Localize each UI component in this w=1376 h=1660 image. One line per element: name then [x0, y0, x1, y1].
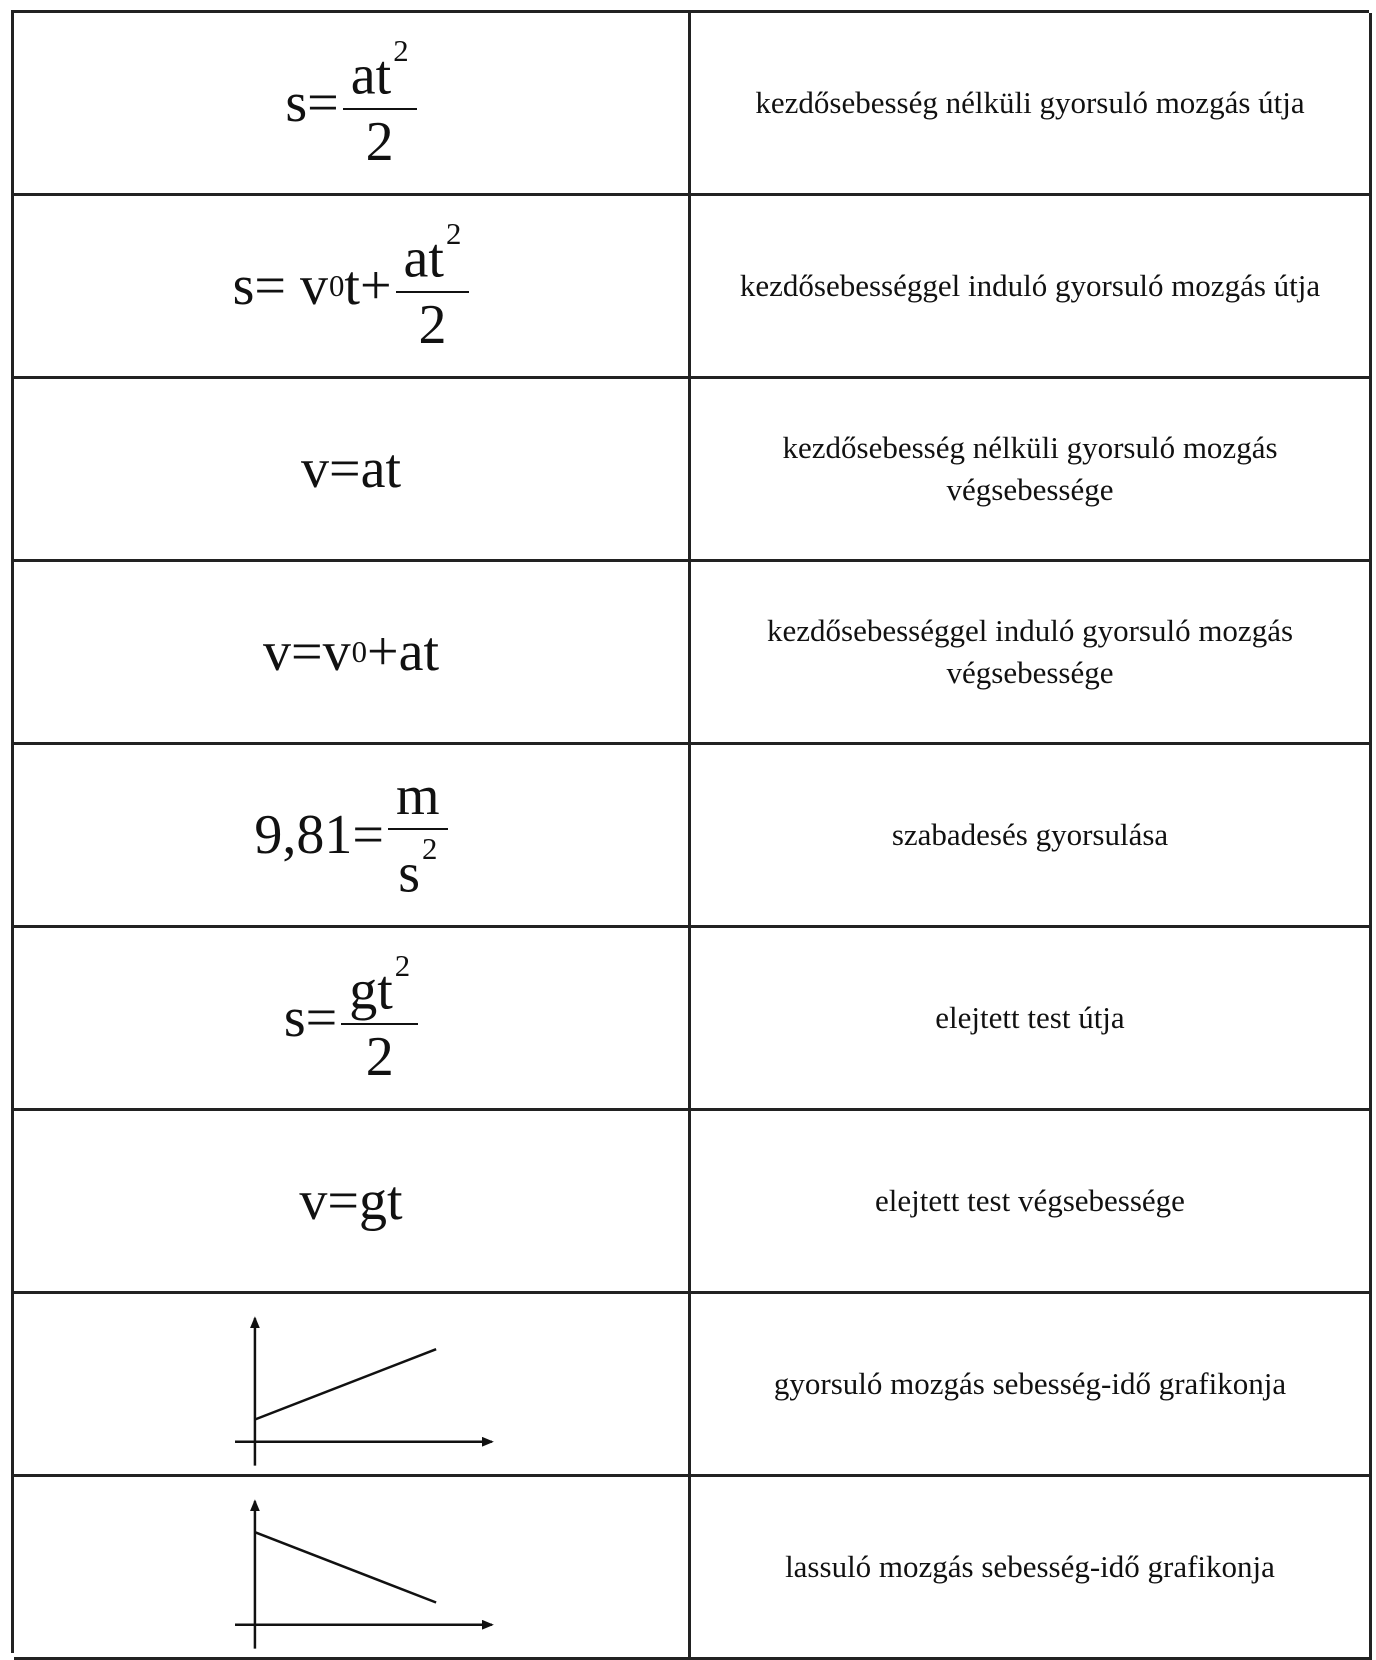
formula-final-velocity-no-initial: v=at: [301, 441, 401, 497]
formula-free-fall-acceleration: 9,81= m s2: [254, 765, 448, 902]
formula-cell: v=gt: [14, 1111, 691, 1294]
graph-cell: [14, 1477, 691, 1660]
fraction-bar: [388, 828, 448, 831]
description-cell: lassuló mozgás sebesség-idő grafikonja: [691, 1477, 1372, 1660]
description-cell: szabadesés gyorsulása: [691, 745, 1372, 928]
numerator-base: gt: [349, 959, 393, 1022]
subscript: 0: [329, 268, 345, 303]
trend-line: [254, 1530, 437, 1604]
description-text: lassuló mozgás sebesség-idő grafikonja: [785, 1549, 1275, 1585]
formula-cell: s= at2 2: [14, 13, 691, 196]
formula-table: s= at2 2 kezdősebesség nélküli gyorsuló …: [11, 10, 1372, 1660]
denominator: s2: [390, 830, 445, 902]
formula-dropped-body-final-velocity: v=gt: [299, 1173, 402, 1229]
formula-lhs: 9,81=: [254, 803, 385, 866]
formula-lhs: s=: [283, 986, 338, 1049]
fraction: at2 2: [342, 36, 417, 173]
denominator: 2: [365, 110, 394, 173]
description-text: elejtett test útja: [935, 1000, 1125, 1036]
formula-cell: s= gt2 2: [14, 928, 691, 1111]
formula-term: v=v: [263, 621, 351, 683]
description-cell: elejtett test végsebessége: [691, 1111, 1372, 1294]
graph-cell: [14, 1294, 691, 1477]
formula-text: v=gt: [299, 1170, 403, 1232]
description-cell: kezdősebesség nélküli gyorsuló mozgás vé…: [691, 379, 1372, 562]
description-text: kezdősebesség nélküli gyorsuló mozgás út…: [755, 85, 1305, 121]
exponent: 2: [393, 34, 409, 69]
description-cell: kezdősebességgel induló gyorsuló mozgás …: [691, 562, 1372, 745]
description-text: kezdősebességgel induló gyorsuló mozgás …: [766, 613, 1294, 690]
formula-term: t+: [344, 254, 392, 317]
formula-cell: v=at: [14, 379, 691, 562]
exponent: 2: [394, 949, 411, 984]
increasing-line-graph-icon: [235, 1316, 494, 1466]
formula-text: v=at: [301, 438, 401, 500]
description-text: elejtett test végsebessége: [875, 1183, 1185, 1219]
numerator: m: [396, 765, 440, 828]
formula-path-no-initial-velocity: s= at2 2: [285, 36, 417, 173]
denominator: 2: [365, 1025, 394, 1088]
fraction-bar: [341, 1022, 419, 1025]
exponent: 2: [445, 217, 462, 252]
fraction-bar: [342, 107, 417, 110]
numerator-base: at: [350, 44, 392, 107]
numerator: at2: [396, 219, 470, 290]
description-text: kezdősebesség nélküli gyorsuló mozgás vé…: [782, 430, 1278, 507]
exponent: 2: [421, 832, 438, 867]
denominator-base: s: [398, 842, 420, 905]
fraction: m s2: [388, 765, 448, 902]
fraction: gt2 2: [341, 951, 419, 1088]
formula-cell: 9,81= m s2: [14, 745, 691, 928]
numerator-base: at: [403, 227, 444, 290]
decreasing-line-graph-icon: [235, 1499, 494, 1649]
formula-term: +at: [367, 621, 439, 683]
description-text: gyorsuló mozgás sebesség-idő grafikonja: [773, 1366, 1287, 1402]
description-cell: elejtett test útja: [691, 928, 1372, 1111]
numerator: gt2: [341, 951, 418, 1022]
formula-lhs: s= v: [232, 254, 328, 317]
formula-dropped-body-path: s= gt2 2: [283, 951, 419, 1088]
description-cell: gyorsuló mozgás sebesség-idő grafikonja: [691, 1294, 1372, 1477]
description-cell: kezdősebességgel induló gyorsuló mozgás …: [691, 196, 1372, 379]
description-text: szabadesés gyorsulása: [891, 817, 1169, 853]
fraction-bar: [395, 290, 470, 293]
numerator: at2: [343, 36, 417, 107]
subscript: 0: [351, 634, 367, 669]
formula-lhs: s=: [285, 71, 339, 134]
description-text: kezdősebességgel induló gyorsuló mozgás …: [739, 268, 1321, 304]
fraction: at2 2: [395, 219, 470, 356]
trend-line: [254, 1347, 437, 1421]
denominator: 2: [418, 293, 447, 356]
description-cell: kezdősebesség nélküli gyorsuló mozgás út…: [691, 13, 1372, 196]
